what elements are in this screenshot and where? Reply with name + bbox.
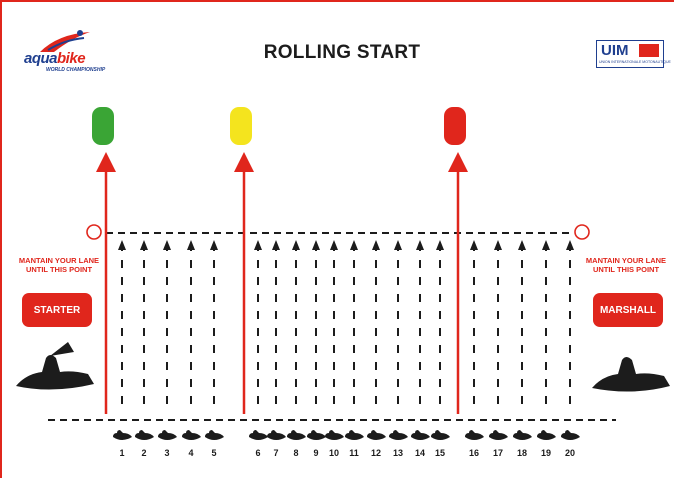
starter-jetski-icon <box>16 355 94 390</box>
jetski-icon <box>325 430 344 440</box>
lane-14-arrow-icon <box>416 240 424 250</box>
red-light <box>444 107 466 145</box>
lane-13-arrow-icon <box>394 240 402 250</box>
marshall-jetski-icon <box>592 357 670 392</box>
jetski-icon <box>367 430 386 440</box>
lane-number: 2 <box>132 448 156 458</box>
lane-note-left: MANTAIN YOUR LANE UNTIL THIS POINT <box>4 256 114 274</box>
jetski-icon <box>389 430 408 440</box>
lane-5-arrow-icon <box>210 240 218 250</box>
jetski-icon <box>513 430 532 440</box>
lane-number: 16 <box>462 448 486 458</box>
lane-limit-marker-left <box>87 225 101 239</box>
page-title: ROLLING START <box>232 42 452 64</box>
jetski-icon <box>411 430 430 440</box>
lane-6-arrow-icon <box>254 240 262 250</box>
jetski-icon <box>465 430 484 440</box>
lane-8-arrow-icon <box>292 240 300 250</box>
jetski-icon <box>345 430 364 440</box>
lane-11-arrow-icon <box>350 240 358 250</box>
lane-15-arrow-icon <box>436 240 444 250</box>
lane-number: 12 <box>364 448 388 458</box>
uim-logo: UIM UNION INTERNATIONALE MOTONAUTIQUE <box>596 40 664 68</box>
lane-4-arrow-icon <box>187 240 195 250</box>
starter-flag-icon <box>50 342 74 356</box>
lane-1-arrow-icon <box>118 240 126 250</box>
aquabike-tagline: WORLD CHAMPIONSHIP <box>46 67 105 73</box>
lane-2-arrow-icon <box>140 240 148 250</box>
jetski-icon <box>205 430 224 440</box>
lane-10-arrow-icon <box>330 240 338 250</box>
lane-20-arrow-icon <box>566 240 574 250</box>
lane-number: 15 <box>428 448 452 458</box>
aquabike-logo: aquabike WORLD CHAMPIONSHIP <box>24 28 104 78</box>
lane-note-left-line1: MANTAIN YOUR LANE <box>4 256 114 265</box>
starter-button[interactable]: STARTER <box>22 293 92 327</box>
uim-flag-icon <box>639 44 659 57</box>
jetski-icon <box>489 430 508 440</box>
aquabike-wordmark: aquabike <box>24 50 85 67</box>
lane-note-right-line2: UNTIL THIS POINT <box>571 265 674 274</box>
lane-number: 19 <box>534 448 558 458</box>
lane-3-arrow-icon <box>163 240 171 250</box>
lane-12-arrow-icon <box>372 240 380 250</box>
jetski-icon <box>267 430 286 440</box>
jetski-icon <box>135 430 154 440</box>
lane-16-arrow-icon <box>470 240 478 250</box>
jetski-icon <box>249 430 268 440</box>
lane-9-arrow-icon <box>312 240 320 250</box>
lane-number: 4 <box>179 448 203 458</box>
lane-note-right: MANTAIN YOUR LANE UNTIL THIS POINT <box>571 256 674 274</box>
lane-7-arrow-icon <box>272 240 280 250</box>
lane-number: 5 <box>202 448 226 458</box>
green-light <box>92 107 114 145</box>
lane-number: 17 <box>486 448 510 458</box>
lane-number: 13 <box>386 448 410 458</box>
lane-number: 3 <box>155 448 179 458</box>
jetski-icon <box>287 430 306 440</box>
jetski-icon <box>537 430 556 440</box>
jetski-icon <box>158 430 177 440</box>
lane-note-right-line1: MANTAIN YOUR LANE <box>571 256 674 265</box>
lane-note-left-line2: UNTIL THIS POINT <box>4 265 114 274</box>
lane-18-arrow-icon <box>518 240 526 250</box>
jetski-icon <box>307 430 326 440</box>
jetski-icon <box>561 430 580 440</box>
uim-wordmark: UIM <box>601 42 629 59</box>
jetski-icon <box>431 430 450 440</box>
uim-tagline: UNION INTERNATIONALE MOTONAUTIQUE <box>599 60 671 64</box>
lane-number: 1 <box>110 448 134 458</box>
lane-number: 11 <box>342 448 366 458</box>
lane-17-arrow-icon <box>494 240 502 250</box>
lane-number: 20 <box>558 448 582 458</box>
jetski-icon <box>113 430 132 440</box>
marshall-button[interactable]: MARSHALL <box>593 293 663 327</box>
yellow-light <box>230 107 252 145</box>
lane-number: 18 <box>510 448 534 458</box>
lane-limit-marker-right <box>575 225 589 239</box>
jetski-icon <box>182 430 201 440</box>
lane-19-arrow-icon <box>542 240 550 250</box>
